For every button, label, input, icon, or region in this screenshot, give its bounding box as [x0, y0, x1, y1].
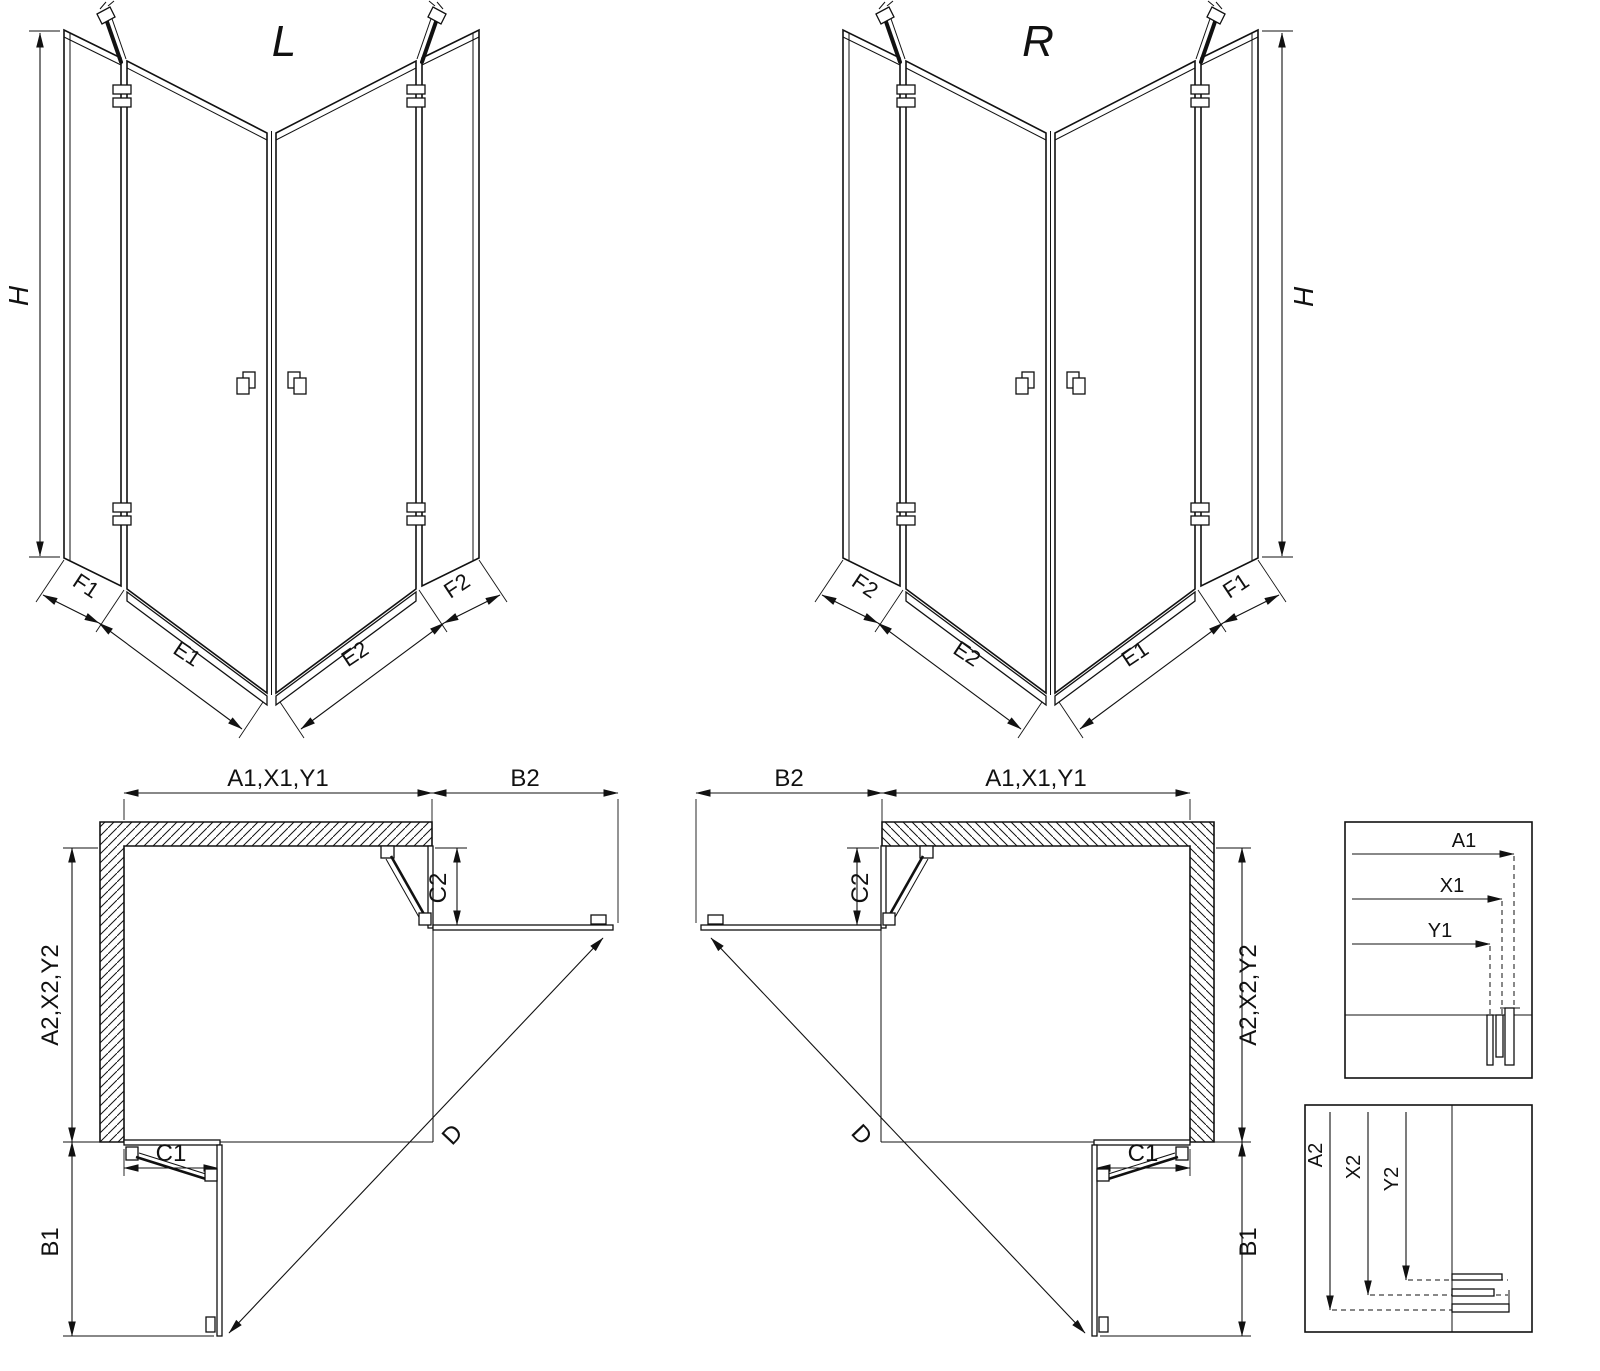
dim-label-f2-right: F2	[848, 568, 883, 603]
detail-label-x2: X2	[1343, 1155, 1365, 1179]
dim-label-b1-plan-left: B1	[37, 1227, 64, 1256]
dim-label-b2-plan-left: B2	[510, 765, 539, 792]
dim-label-c2-plan-left: C2	[425, 873, 452, 904]
dim-label-width-plan-left: A1,X1,Y1	[227, 765, 328, 792]
detail-label-y1: Y1	[1428, 920, 1452, 942]
dim-label-c1-plan-right: C1	[1128, 1140, 1159, 1167]
dim-label-e2-left: E2	[337, 636, 373, 672]
dim-label-depth-plan-right: A2,X2,Y2	[1235, 944, 1262, 1045]
detail-inset-width	[1344, 821, 1533, 1079]
dim-label-f1-left: F1	[69, 568, 104, 603]
labels-layer: L H F1 E1 E2 F2 R H F2 E2 E1 F1 A1,X1,Y1…	[3, 17, 1476, 1257]
dim-label-d-plan-left: D	[437, 1119, 469, 1150]
dim-label-depth-plan-left: A2,X2,Y2	[37, 944, 64, 1045]
detail-label-a1: A1	[1452, 830, 1476, 852]
perspective-view-right	[815, 1, 1293, 738]
perspective-view-left	[29, 1, 507, 738]
dim-label-b1-plan-right: B1	[1235, 1227, 1262, 1256]
dim-label-b2-plan-right: B2	[774, 765, 803, 792]
detail-inset-depth	[1304, 1104, 1533, 1333]
dim-label-f1-right: F1	[1218, 568, 1253, 603]
dim-label-e1-left: E1	[169, 636, 205, 672]
detail-label-a2: A2	[1305, 1143, 1327, 1167]
plan-view-left	[63, 793, 618, 1336]
dim-label-e2-right: E2	[949, 636, 985, 672]
dim-label-f2-left: F2	[439, 568, 474, 603]
variant-label-left: L	[272, 17, 296, 66]
dim-label-width-plan-right: A1,X1,Y1	[985, 765, 1086, 792]
dim-label-height-left: H	[3, 285, 34, 306]
dim-label-d-plan-right: D	[846, 1119, 878, 1150]
plan-view-right	[696, 793, 1251, 1336]
detail-label-y2: Y2	[1381, 1167, 1403, 1191]
variant-label-right: R	[1022, 17, 1054, 66]
dim-label-c2-plan-right: C2	[847, 873, 874, 904]
detail-label-x1: X1	[1440, 875, 1464, 897]
dim-label-height-right: H	[1288, 286, 1319, 307]
dim-label-e1-right: E1	[1117, 636, 1153, 672]
dim-label-c1-plan-left: C1	[156, 1140, 187, 1167]
